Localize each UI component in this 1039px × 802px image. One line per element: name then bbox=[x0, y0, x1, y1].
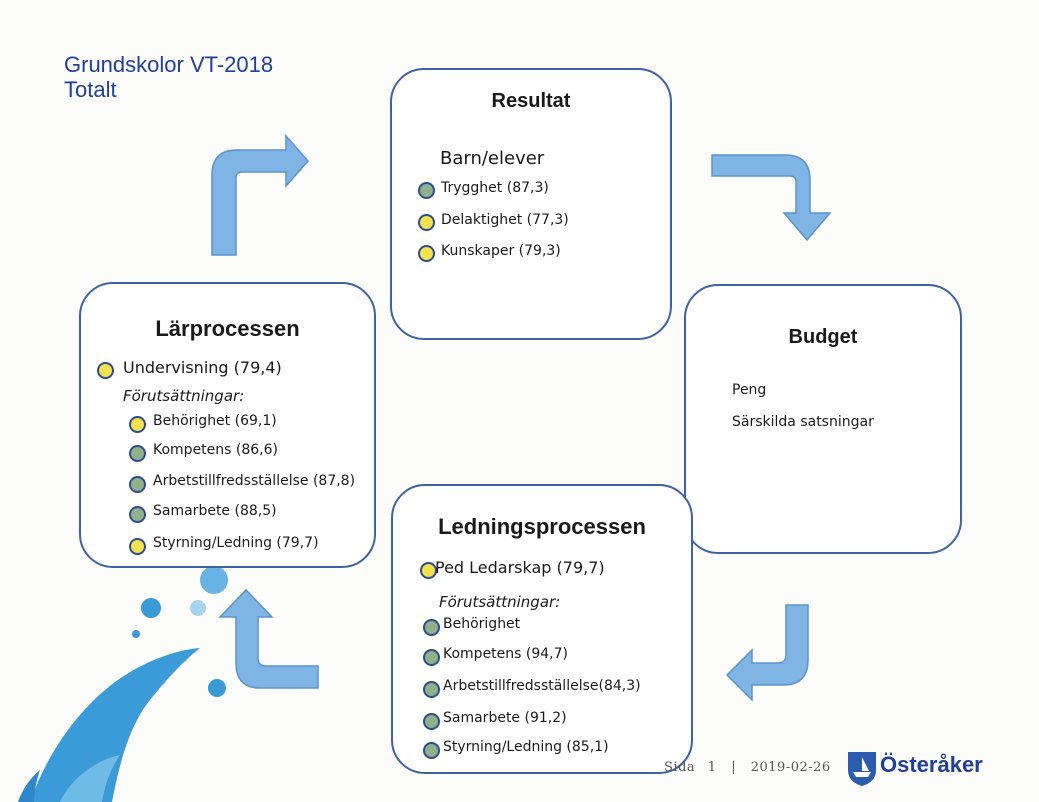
page-title-line2: Totalt bbox=[64, 77, 117, 102]
larprocessen-item: Styrning/Ledning (79,7) bbox=[153, 535, 319, 551]
status-dot-yellow bbox=[418, 245, 435, 262]
larprocessen-item: Kompetens (86,6) bbox=[153, 442, 279, 458]
budget-title: Budget bbox=[788, 326, 858, 348]
larprocessen-item: Samarbete (88,5) bbox=[153, 503, 277, 519]
arrow-right-down bbox=[711, 154, 832, 242]
ledningsprocessen-item: Samarbete (91,2) bbox=[443, 710, 567, 726]
arrow-down-left bbox=[725, 604, 809, 702]
status-dot-yellow bbox=[129, 538, 146, 555]
status-dot-yellow bbox=[420, 562, 437, 579]
status-dot-yellow bbox=[129, 416, 146, 433]
ledningsprocessen-item: Styrning/Ledning (85,1) bbox=[443, 739, 609, 755]
status-dot-green bbox=[423, 649, 440, 666]
footer-separator: | bbox=[731, 760, 737, 775]
resultat-item: Trygghet (87,3) bbox=[441, 180, 549, 196]
budget-item: Särskilda satsningar bbox=[732, 414, 874, 430]
larprocessen-box: Lärprocessen Undervisning (79,4) Förutsä… bbox=[79, 282, 376, 568]
boat-shield-icon bbox=[848, 752, 876, 786]
status-dot-yellow bbox=[97, 362, 114, 379]
larprocessen-subheading: Förutsättningar: bbox=[123, 387, 245, 405]
decorative-splash bbox=[18, 566, 228, 802]
footer-date: 2019-02-26 bbox=[750, 760, 831, 775]
ledningsprocessen-subheading: Förutsättningar: bbox=[439, 593, 561, 611]
status-dot-green bbox=[423, 681, 440, 698]
budget-box: Budget Peng Särskilda satsningar bbox=[684, 284, 962, 554]
resultat-box: Resultat Barn/elever Trygghet (87,3) Del… bbox=[390, 68, 672, 340]
resultat-subtitle: Barn/elever bbox=[440, 148, 545, 169]
ledningsprocessen-box: Ledningsprocessen Ped Ledarskap (79,7) F… bbox=[391, 484, 693, 774]
budget-item: Peng bbox=[732, 382, 767, 398]
page-title-line1: Grundskolor VT-2018 bbox=[64, 52, 274, 77]
ledningsprocessen-item: Behörighet bbox=[443, 616, 521, 632]
status-dot-green bbox=[129, 506, 146, 523]
status-dot-yellow bbox=[418, 214, 435, 231]
status-dot-green bbox=[129, 445, 146, 462]
status-dot-green bbox=[129, 476, 146, 493]
larprocessen-title: Lärprocessen bbox=[155, 316, 300, 341]
ledningsprocessen-item: Kompetens (94,7) bbox=[443, 646, 569, 662]
status-dot-green bbox=[423, 713, 440, 730]
larprocessen-item: Behörighet (69,1) bbox=[153, 413, 277, 429]
status-dot-green bbox=[423, 742, 440, 759]
page-title: Grundskolor VT-2018 Totalt bbox=[64, 52, 273, 102]
larprocessen-item: Arbetstillfredsställelse (87,8) bbox=[153, 473, 356, 489]
ledningsprocessen-item: Arbetstillfredsställelse(84,3) bbox=[443, 678, 641, 694]
resultat-item: Kunskaper (79,3) bbox=[441, 243, 561, 259]
ledningsprocessen-title: Ledningsprocessen bbox=[438, 514, 646, 539]
footer: Sida 1 | 2019-02-26 bbox=[664, 760, 831, 775]
resultat-title: Resultat bbox=[491, 90, 571, 112]
page-number: 1 bbox=[707, 760, 717, 775]
logo-text: Österåker bbox=[880, 752, 983, 777]
resultat-item: Delaktighet (77,3) bbox=[441, 212, 569, 228]
larprocessen-main-item: Undervisning (79,4) bbox=[123, 358, 282, 377]
arrow-left-up bbox=[218, 588, 319, 689]
page-label: Sida bbox=[664, 760, 696, 775]
arrow-up-right bbox=[211, 134, 309, 256]
status-dot-green bbox=[418, 182, 435, 199]
ledningsprocessen-main-item: Ped Ledarskap (79,7) bbox=[435, 558, 605, 577]
status-dot-green bbox=[423, 619, 440, 636]
